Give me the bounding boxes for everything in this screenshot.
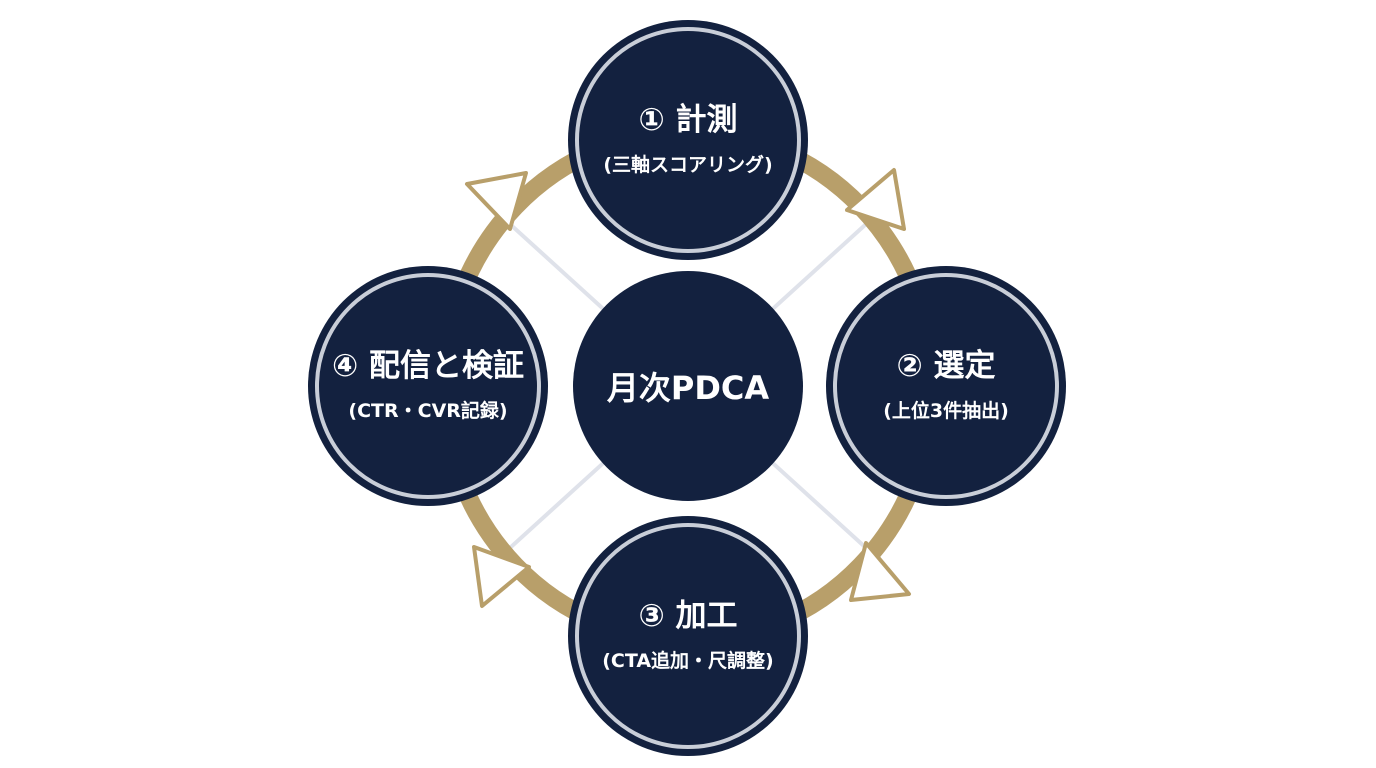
step-node-4 xyxy=(308,266,548,506)
step-node-1 xyxy=(568,20,808,260)
arrowhead-step2-to-step3 xyxy=(849,541,911,602)
arrowhead-step3-to-step4 xyxy=(472,545,531,608)
step-node-3 xyxy=(568,516,808,756)
center-node xyxy=(573,271,803,501)
step-node-2 xyxy=(826,266,1066,506)
arrowhead-step1-to-step2 xyxy=(845,168,906,231)
arrowhead-step4-to-step1 xyxy=(465,171,528,231)
